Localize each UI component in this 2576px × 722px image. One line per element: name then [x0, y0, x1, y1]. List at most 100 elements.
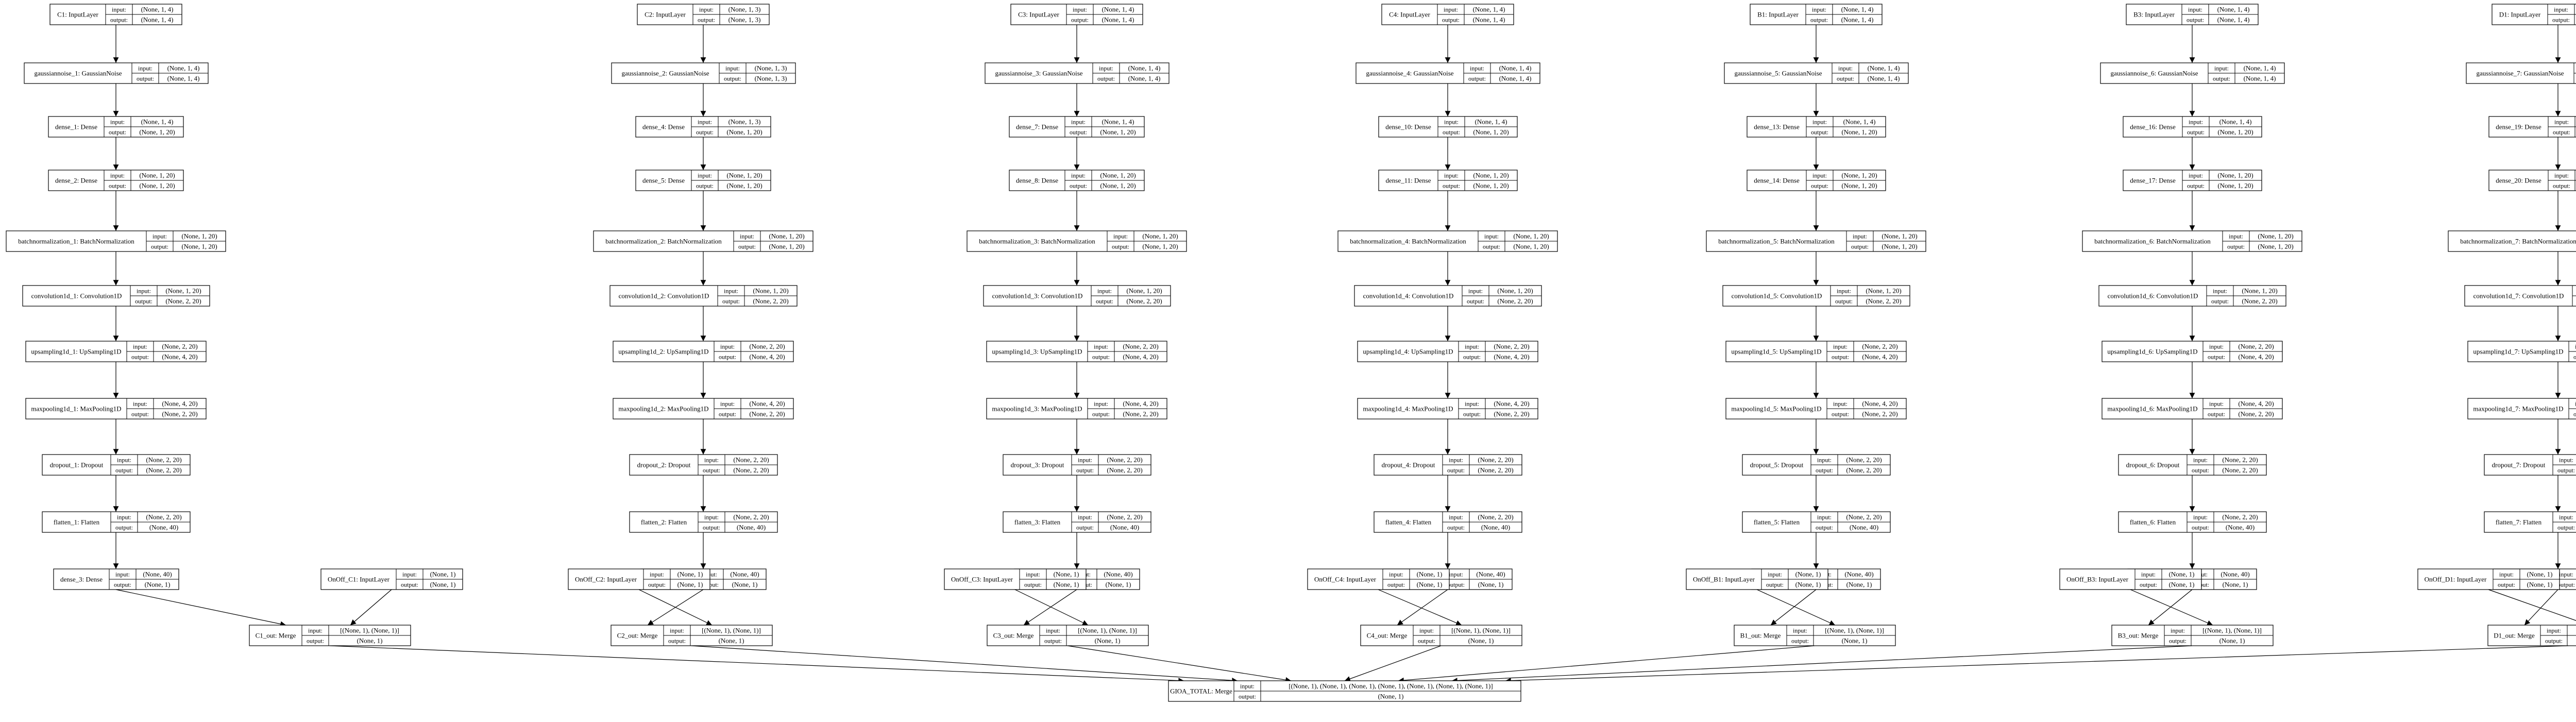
layer-name: dense_10: Dense	[1385, 123, 1431, 131]
layer-name: convolution1d_1: Convolution1D	[31, 292, 122, 300]
input-port-label: input:	[1419, 627, 1434, 634]
input-port-label: input:	[1465, 400, 1479, 408]
layer-node-batchnormalization-2: batchnormalization_2: BatchNormalization…	[593, 230, 814, 252]
layer-name: maxpooling1d_2: MaxPooling1D	[618, 405, 708, 413]
input-port-label: input:	[1240, 683, 1255, 690]
input-shape: (None, 1, 20)	[1126, 287, 1162, 295]
input-port-label: input:	[1833, 400, 1848, 408]
layer-node-maxpooling1d-1: maxpooling1d_1: MaxPooling1Dinput:output…	[25, 398, 207, 419]
layer-name: OnOff_C1: InputLayer	[328, 576, 390, 583]
output-port-label: output:	[1837, 75, 1854, 82]
output-shape: (None, 1, 20)	[1100, 128, 1136, 136]
output-port-label: output:	[1112, 243, 1129, 250]
output-port-label: output:	[724, 75, 741, 82]
nodes-layer: C1: InputLayer input: output: (None, 1, 4) (…	[6, 4, 2576, 702]
layer-node-maxpooling1d-4: maxpooling1d_4: MaxPooling1Dinput:output…	[1357, 398, 1538, 419]
input-shape: (None, 2, 20)	[1478, 456, 1513, 464]
input-shape: (None, 40)	[1844, 570, 1873, 578]
input-shape: (None, 2, 20)	[749, 343, 785, 350]
layer-node-batchnormalization-5: batchnormalization_5: BatchNormalization…	[1706, 230, 1926, 252]
input-port-label: input:	[699, 6, 714, 13]
input-port-label: input:	[110, 119, 125, 126]
input-port-label: input:	[133, 400, 147, 408]
layer-node-maxpooling1d-7: maxpooling1d_7: MaxPooling1Dinput:output…	[2467, 398, 2576, 419]
edge-arrow	[1397, 589, 1448, 626]
layer-name: upsampling1d_1: UpSampling1D	[31, 348, 121, 356]
node-box	[2466, 62, 2576, 84]
output-port-label: output:	[1851, 243, 1869, 250]
layer-name: maxpooling1d_5: MaxPooling1D	[1731, 405, 1821, 413]
input-shape: (None, 1, 4)	[1128, 64, 1161, 72]
layer-name: C4_out: Merge	[1367, 632, 1408, 640]
layer-node-gaussiannoise-5: gaussiannoise_5: GaussianNoiseinput:outp…	[1724, 62, 1909, 84]
input-port-label: input:	[2214, 65, 2229, 72]
layer-node-upsampling1d-4: upsampling1d_4: UpSampling1Dinput:output…	[1357, 341, 1538, 362]
layer-node-upsampling1d-7: upsampling1d_7: UpSampling1Dinput:output…	[2467, 341, 2576, 362]
layer-node-upsampling1d-1: upsampling1d_1: UpSampling1Dinput:output…	[25, 341, 207, 362]
input-port-label: input:	[1046, 627, 1060, 634]
input-shape: (None, 1, 4)	[141, 6, 174, 13]
output-shape: (None, 40)	[737, 524, 766, 531]
input-port-label: input:	[1099, 65, 1113, 72]
output-shape: (None, 1, 4)	[2217, 16, 2250, 24]
input-shape: (None, 1, 4)	[1499, 64, 1532, 72]
input-shape: (None, 1, 20)	[2258, 232, 2293, 240]
input-port-label: input:	[1837, 288, 1851, 295]
layer-name: flatten_4: Flatten	[1385, 518, 1432, 526]
layer-node-convolution1d-1: convolution1d_1: Convolution1Dinput:outp…	[22, 285, 210, 307]
layer-name: B3_out: Merge	[2118, 632, 2159, 640]
edge-arrow	[115, 589, 286, 627]
output-port-label: output:	[719, 354, 736, 361]
layer-name: dropout_2: Dropout	[637, 461, 691, 469]
layer-name: flatten_5: Flatten	[1754, 518, 1800, 526]
layer-node-maxpooling1d-5: maxpooling1d_5: MaxPooling1Dinput:output…	[1725, 398, 1907, 419]
layer-name: upsampling1d_7: UpSampling1D	[2473, 348, 2563, 356]
input-port-label: input:	[117, 457, 131, 464]
output-port-label: output:	[1832, 354, 1849, 361]
edge-arrow	[2524, 589, 2558, 626]
input-port-label: input:	[1389, 571, 1403, 578]
layer-node-convolution1d-7: convolution1d_7: Convolution1Dinput:outp…	[2464, 285, 2576, 307]
output-port-label: output:	[1070, 182, 1087, 190]
layer-name: C1: InputLayer	[57, 11, 98, 19]
output-port-label: output:	[1076, 524, 1094, 531]
input-port-label: input:	[2554, 6, 2568, 13]
output-port-label: output:	[2187, 129, 2205, 136]
layer-name: C2: InputLayer	[645, 11, 686, 19]
edge-arrow	[1398, 645, 1815, 683]
output-port-label: output:	[2208, 354, 2225, 361]
layer-name: dropout_1: Dropout	[50, 461, 104, 469]
input-port-label: input:	[2547, 627, 2561, 634]
layer-name: gaussiannoise_2: GaussianNoise	[621, 70, 709, 77]
edge-arrow	[2488, 589, 2576, 621]
output-port-label: output:	[668, 637, 686, 645]
edge-arrow	[329, 645, 1184, 683]
input-shape: [(None, 1), (None, 1)]	[702, 627, 761, 634]
output-port-label: output:	[1447, 581, 1465, 589]
layer-node-convolution1d-6: convolution1d_6: Convolution1Dinput:outp…	[2098, 285, 2286, 307]
input-shape: (None, 4, 20)	[1494, 400, 1529, 408]
layer-name: OnOff_D1: InputLayer	[2425, 576, 2487, 583]
output-port-label: output:	[109, 129, 126, 136]
output-shape: (None, 2, 20)	[749, 410, 785, 418]
input-port-label: input:	[1853, 233, 1867, 240]
input-port-label: input:	[698, 172, 712, 179]
output-port-label: output:	[1447, 467, 1465, 474]
layer-node-upsampling1d-6: upsampling1d_6: UpSampling1Dinput:output…	[2102, 341, 2283, 362]
output-port-label: output:	[1468, 75, 1486, 82]
output-shape: (None, 1, 4)	[1102, 16, 1134, 24]
output-port-label: output:	[2557, 467, 2575, 474]
output-shape: (None, 1, 4)	[1868, 75, 1900, 82]
layer-name: OnOff_B3: InputLayer	[2066, 576, 2129, 583]
